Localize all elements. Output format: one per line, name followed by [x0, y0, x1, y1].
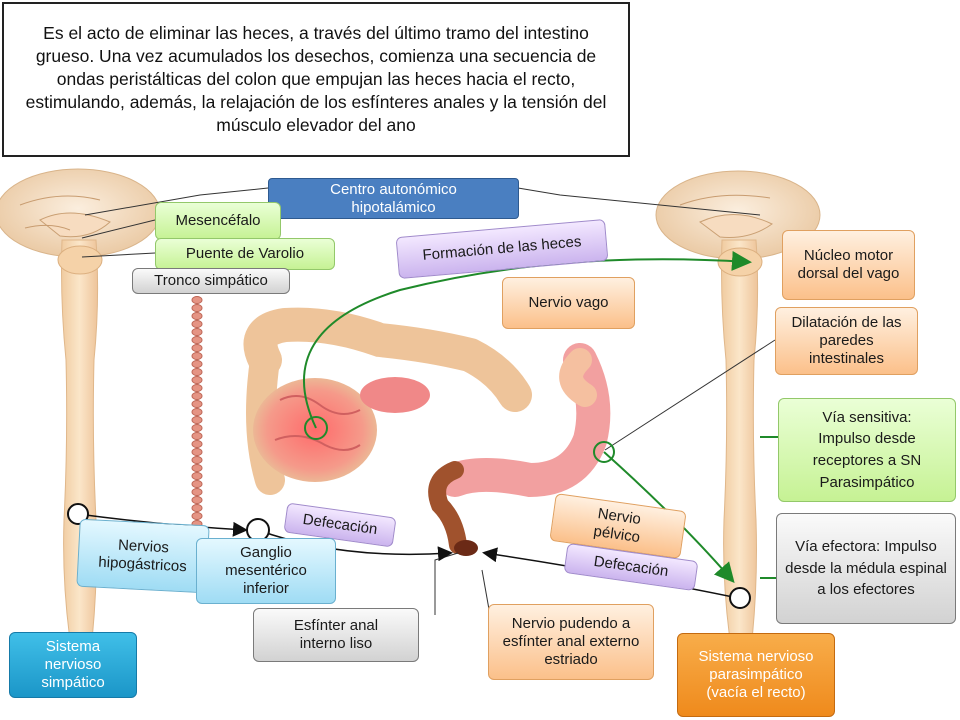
chain-bead	[191, 432, 203, 440]
label-centro-autonomico: Centro autonómico hipotalámico	[268, 178, 519, 219]
chain-bead	[191, 296, 203, 304]
chain-bead	[191, 360, 203, 368]
chain-bead	[191, 496, 203, 504]
chain-bead	[191, 328, 203, 336]
chain-bead	[191, 512, 203, 520]
chain-bead	[191, 392, 203, 400]
chain-bead	[191, 504, 203, 512]
colon-illustration	[243, 307, 611, 498]
small-intestine-illustration	[253, 377, 430, 482]
intro-text-box: Es el acto de eliminar las heces, a trav…	[2, 2, 630, 157]
label-ganglio: Ganglio mesentérico inferior	[196, 538, 336, 604]
label-nervios-hipogastricos: Nervios hipogástricos	[76, 518, 210, 594]
chain-bead	[191, 472, 203, 480]
chain-bead	[191, 336, 203, 344]
chain-bead	[191, 480, 203, 488]
label-via-sensitiva: Vía sensitiva: Impulso desde receptores …	[778, 398, 956, 502]
label-nervio-pudendo: Nervio pudendo a esfínter anal externo e…	[488, 604, 654, 680]
chain-bead	[191, 400, 203, 408]
label-sistema-simpatico: Sistema nervioso simpático	[9, 632, 137, 698]
chain-bead	[191, 440, 203, 448]
chain-bead	[191, 344, 203, 352]
sigmoid-receptor-circle	[593, 441, 615, 463]
label-mesencefalo: Mesencéfalo	[155, 202, 281, 240]
chain-bead	[191, 320, 203, 328]
label-tronco-simpatico: Tronco simpático	[132, 268, 290, 294]
chain-bead	[191, 304, 203, 312]
chain-bead	[191, 352, 203, 360]
label-sistema-parasimpatico: Sistema nervioso parasimpático (vacía el…	[677, 633, 835, 717]
chain-bead	[191, 312, 203, 320]
label-esfinter-interno: Esfínter anal interno liso	[253, 608, 419, 662]
label-via-efectora: Vía efectora: Impulso desde la médula es…	[776, 513, 956, 624]
label-nervio-vago: Nervio vago	[502, 277, 635, 329]
label-dilatacion: Dilatación de las paredes intestinales	[775, 307, 918, 375]
right-brain-illustration	[655, 170, 821, 260]
chain-bead	[191, 408, 203, 416]
chain-bead	[191, 424, 203, 432]
rectum-illustration	[428, 461, 478, 556]
right-spinal-cord-illustration	[717, 239, 763, 641]
sympathetic-chain	[191, 296, 203, 535]
colon-receptor-circle	[304, 416, 328, 440]
chain-bead	[191, 384, 203, 392]
label-nucleo-motor: Núcleo motor dorsal del vago	[782, 230, 915, 300]
chain-bead	[191, 376, 203, 384]
chain-bead	[191, 464, 203, 472]
chain-bead	[191, 488, 203, 496]
label-puente-varolio: Puente de Varolio	[155, 238, 335, 270]
chain-bead	[191, 448, 203, 456]
chain-bead	[191, 368, 203, 376]
chain-bead	[191, 416, 203, 424]
chain-bead	[191, 456, 203, 464]
left-brain-illustration	[0, 168, 161, 258]
